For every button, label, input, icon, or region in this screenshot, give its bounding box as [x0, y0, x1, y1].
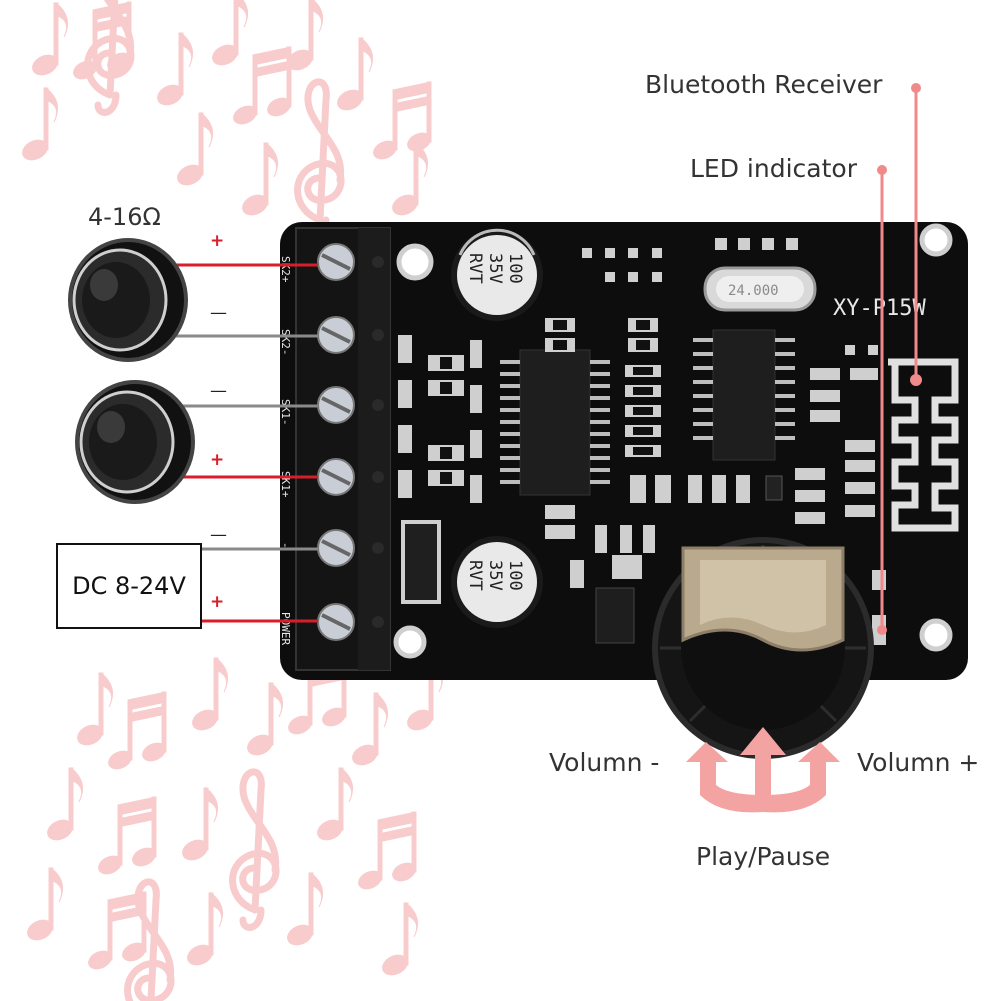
screw-terminal-block: SK2+ SK2- SK1- SK1+ - POWER	[279, 227, 391, 671]
label-volume-minus: Volumn -	[549, 748, 660, 777]
label-play-pause: Play/Pause	[696, 842, 831, 871]
transistor	[765, 475, 783, 501]
capacitor-bottom-voltage: 35V	[485, 560, 505, 591]
wiring	[160, 263, 318, 623]
power-diode	[401, 520, 441, 604]
capacitor-top-value: 100	[505, 253, 525, 284]
knob-control-arrows	[686, 727, 840, 813]
play-pause-arrow	[740, 727, 786, 805]
polarity-power-plus: +	[210, 592, 225, 612]
label-volume-plus: Volumn +	[857, 748, 980, 777]
crystal-frequency: 24.000	[728, 283, 779, 299]
callout-lines	[877, 83, 922, 635]
dc-input-box: DC 8-24V	[56, 543, 202, 629]
regulator-chip	[595, 587, 635, 644]
polarity-sk2-minus: —	[210, 303, 227, 323]
terminal-label-sk2-plus: SK2+	[279, 256, 292, 283]
label-led-indicator: LED indicator	[690, 154, 857, 183]
speaker-2	[75, 380, 195, 504]
crystal-oscillator: 24.000	[703, 266, 817, 312]
capacitor-bottom: 100 35V RVT	[451, 536, 543, 628]
volume-minus-arrow	[686, 742, 763, 813]
label-impedance: 4-16Ω	[88, 203, 161, 231]
capacitor-bottom-value: 100	[505, 560, 525, 591]
terminal-label-sk1-minus: SK1-	[279, 399, 292, 426]
polarity-sk1-minus: —	[210, 381, 227, 401]
bluetooth-ic	[693, 329, 795, 461]
terminal-label-sk2-minus: SK2-	[279, 329, 292, 356]
speaker-1	[68, 238, 188, 362]
capacitor-top: 100 35V RVT	[451, 228, 543, 321]
bluetooth-antenna	[888, 358, 959, 532]
board-model-label: XY-P15W	[833, 296, 926, 321]
label-dc-input: DC 8-24V	[72, 572, 186, 600]
rotary-encoder-knob[interactable]	[652, 537, 874, 759]
amplifier-ic	[500, 349, 610, 496]
volume-plus-arrow	[763, 742, 840, 813]
terminal-label-power-minus: -	[279, 542, 292, 549]
label-bluetooth-receiver: Bluetooth Receiver	[645, 70, 883, 99]
terminal-label-power: POWER	[279, 612, 292, 645]
terminal-label-sk1-plus: SK1+	[279, 471, 292, 498]
polarity-sk2-plus: +	[210, 231, 225, 251]
polarity-power-minus: —	[210, 525, 227, 545]
capacitor-top-series: RVT	[465, 253, 485, 284]
polarity-sk1-plus: +	[210, 450, 225, 470]
smd-bodies	[440, 320, 653, 484]
capacitor-bottom-series: RVT	[465, 560, 485, 591]
capacitor-top-voltage: 35V	[485, 253, 505, 284]
mounting-holes	[393, 223, 953, 659]
